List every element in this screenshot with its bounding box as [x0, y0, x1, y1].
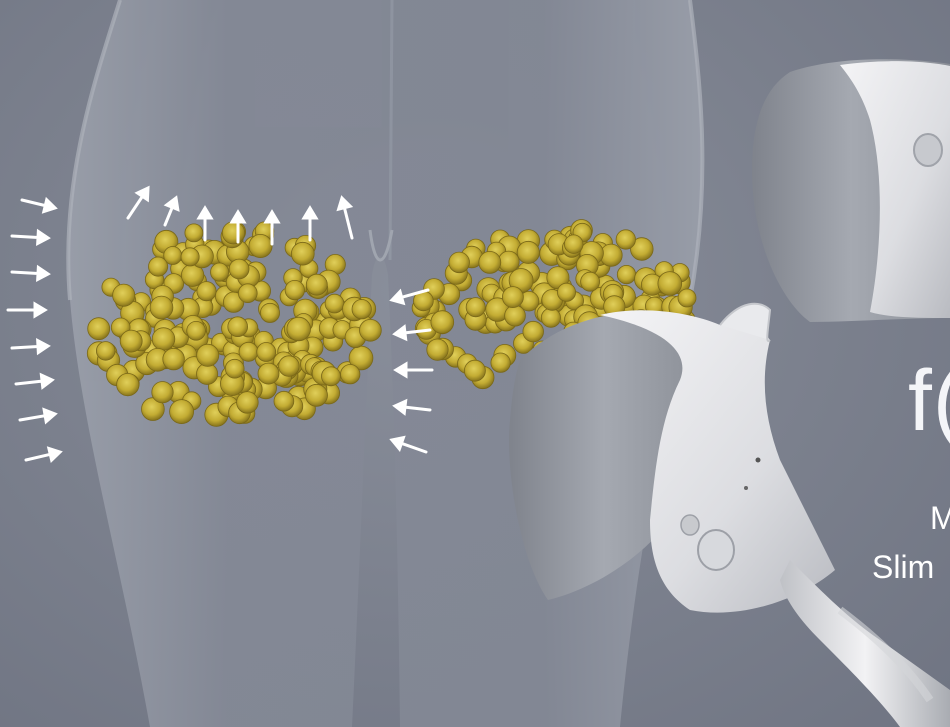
arrow-icon — [8, 304, 45, 316]
fat-cell — [306, 384, 328, 406]
fat-cell — [523, 321, 544, 342]
fat-cell — [181, 248, 199, 266]
fat-cell — [249, 234, 272, 257]
fat-cell — [322, 367, 341, 386]
fat-cell — [581, 272, 600, 291]
fat-cell — [306, 274, 327, 295]
fat-cell — [491, 353, 510, 372]
fat-cell — [222, 222, 244, 244]
applicator-device-top — [752, 59, 950, 322]
arrow-icon — [16, 375, 52, 387]
fat-cell — [274, 391, 294, 411]
fat-cell — [120, 330, 142, 352]
fat-cell — [341, 365, 360, 384]
fat-cell — [287, 317, 311, 341]
fat-cell — [291, 242, 314, 265]
fat-cell — [464, 360, 485, 381]
fat-cell — [96, 342, 115, 361]
fat-cell — [564, 235, 583, 254]
arrow-icon — [20, 410, 55, 422]
fat-cell — [197, 282, 216, 301]
fat-cell — [616, 230, 635, 249]
caption-line-2: Slim — [872, 549, 934, 586]
fat-cell — [228, 317, 248, 337]
fat-cell — [187, 321, 206, 340]
fat-cell — [431, 311, 454, 334]
fat-cell — [257, 343, 276, 362]
fat-cell — [150, 296, 173, 319]
fat-cell — [149, 257, 168, 276]
fat-cell — [258, 363, 279, 384]
caption-line-1: M — [930, 500, 950, 537]
arrow-icon — [26, 448, 60, 460]
fat-cell — [658, 272, 682, 296]
fat-cell — [225, 359, 244, 378]
fat-cell — [239, 342, 258, 361]
fat-cell — [152, 328, 175, 351]
fat-cell — [617, 265, 635, 283]
fat-cell — [163, 348, 185, 370]
fat-cell — [185, 224, 203, 242]
fat-cell — [517, 241, 539, 263]
fat-cell — [238, 284, 257, 303]
fat-cell — [352, 300, 371, 319]
fat-cell — [229, 259, 249, 279]
fat-cell — [88, 318, 110, 340]
arrow-icon — [22, 200, 55, 212]
fat-cell — [197, 344, 219, 366]
fat-cell — [117, 373, 139, 395]
fat-cell — [237, 392, 259, 414]
fat-cell — [502, 287, 523, 308]
fat-cell — [557, 283, 575, 301]
fat-cell — [170, 400, 194, 424]
fat-cell — [260, 303, 279, 322]
caption-big: f( — [908, 352, 950, 451]
fat-cell — [466, 298, 485, 317]
fat-cell — [325, 294, 344, 313]
fat-cell — [427, 339, 448, 360]
fat-cell — [211, 263, 229, 281]
fat-cell — [678, 289, 696, 307]
fat-cell — [152, 382, 173, 403]
arrow-icon — [12, 231, 48, 243]
fat-cell — [498, 251, 519, 272]
fat-cell — [505, 305, 526, 326]
arrow-icon — [12, 341, 48, 353]
fat-cell — [479, 251, 501, 273]
fat-cell — [449, 252, 470, 273]
fat-cell — [541, 308, 560, 327]
fat-cell — [285, 280, 304, 299]
fat-cell — [279, 356, 300, 377]
fat-cell — [360, 319, 382, 341]
arrow-icon — [12, 267, 48, 279]
fat-cell — [113, 284, 135, 306]
